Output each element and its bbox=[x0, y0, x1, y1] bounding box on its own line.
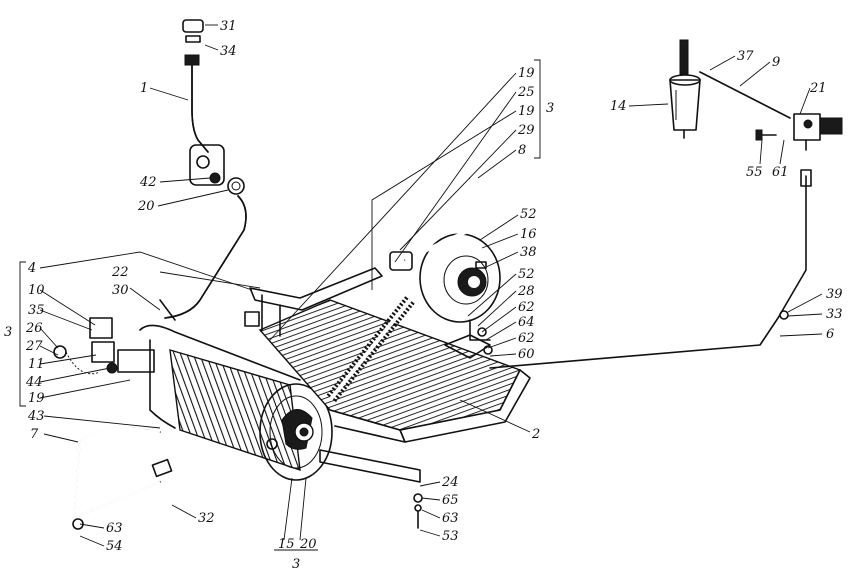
blower-motor bbox=[419, 233, 501, 341]
label-3-left: 3 bbox=[4, 325, 12, 340]
filler-cap bbox=[182, 19, 204, 43]
label-29: 29 bbox=[517, 123, 535, 138]
label-21: 21 bbox=[809, 81, 827, 96]
label-9: 9 bbox=[772, 55, 780, 70]
label-4: 4 bbox=[27, 261, 36, 276]
label-15: 15 bbox=[278, 537, 295, 552]
label-43: 43 bbox=[27, 409, 45, 424]
label-30: 30 bbox=[112, 283, 129, 298]
label-25: 25 bbox=[517, 85, 535, 100]
label-24: 24 bbox=[441, 475, 459, 490]
label-28: 28 bbox=[517, 284, 535, 299]
label-20-lower: 20 bbox=[299, 537, 317, 552]
label-2: 2 bbox=[531, 427, 540, 442]
label-65: 65 bbox=[442, 493, 459, 508]
fuel-supply-line-upper bbox=[699, 71, 791, 119]
label-19-b: 19 bbox=[518, 104, 535, 119]
mounting-bracket-right bbox=[444, 327, 493, 359]
label-55: 55 bbox=[746, 165, 763, 180]
label-16: 16 bbox=[520, 227, 537, 242]
exhaust-pipe bbox=[389, 175, 491, 271]
heat-exchanger-tray bbox=[258, 299, 531, 443]
label-61: 61 bbox=[772, 165, 789, 180]
fuel-pump bbox=[793, 113, 843, 151]
label-63-left: 63 bbox=[106, 521, 123, 536]
label-26: 26 bbox=[25, 321, 43, 336]
clamp-strap bbox=[72, 425, 173, 530]
label-11: 11 bbox=[28, 357, 45, 372]
label-7: 7 bbox=[30, 427, 39, 442]
label-6: 6 bbox=[826, 327, 834, 342]
label-54: 54 bbox=[106, 539, 123, 554]
label-1: 1 bbox=[140, 81, 148, 96]
fuel-filter bbox=[669, 39, 701, 139]
label-37: 37 bbox=[737, 49, 754, 64]
label-14: 14 bbox=[610, 99, 627, 114]
label-52-a: 52 bbox=[520, 207, 537, 222]
label-22: 22 bbox=[111, 265, 129, 280]
label-62-a: 62 bbox=[518, 300, 535, 315]
label-20-upper: 20 bbox=[137, 199, 155, 214]
label-8: 8 bbox=[518, 143, 526, 158]
label-3-lower: 3 bbox=[292, 557, 300, 572]
part-labels: 31 34 1 42 20 19 25 19 29 8 3 37 9 14 21… bbox=[4, 19, 843, 572]
label-34: 34 bbox=[220, 44, 237, 59]
label-10: 10 bbox=[28, 283, 45, 298]
fuel-line-pipe bbox=[164, 195, 247, 319]
heater-body bbox=[117, 324, 333, 481]
corrugated-exhaust-hose bbox=[325, 296, 415, 404]
lower-bracket bbox=[319, 449, 423, 529]
label-39: 39 bbox=[826, 287, 843, 302]
label-27: 27 bbox=[25, 339, 43, 354]
label-64: 64 bbox=[518, 315, 535, 330]
label-60: 60 bbox=[518, 347, 535, 362]
label-3-upper: 3 bbox=[546, 101, 554, 116]
label-33: 33 bbox=[826, 307, 843, 322]
label-42: 42 bbox=[139, 175, 157, 190]
leader-lines bbox=[39, 24, 823, 551]
label-53: 53 bbox=[442, 529, 459, 544]
glow-plug-fittings bbox=[53, 299, 176, 375]
label-19-a: 19 bbox=[518, 66, 535, 81]
label-44: 44 bbox=[25, 375, 43, 390]
label-35: 35 bbox=[28, 303, 45, 318]
group-brackets bbox=[19, 59, 541, 407]
label-52-b: 52 bbox=[518, 267, 535, 282]
label-63-right: 63 bbox=[442, 511, 459, 526]
label-31: 31 bbox=[220, 19, 237, 34]
fuel-line-long bbox=[489, 169, 812, 369]
bolt-55 bbox=[755, 129, 777, 141]
label-19-c: 19 bbox=[28, 391, 45, 406]
label-32: 32 bbox=[198, 511, 215, 526]
air-duct bbox=[244, 267, 383, 337]
label-62-b: 62 bbox=[518, 331, 535, 346]
fuel-filler-pipe bbox=[184, 54, 245, 195]
label-38: 38 bbox=[520, 245, 537, 260]
